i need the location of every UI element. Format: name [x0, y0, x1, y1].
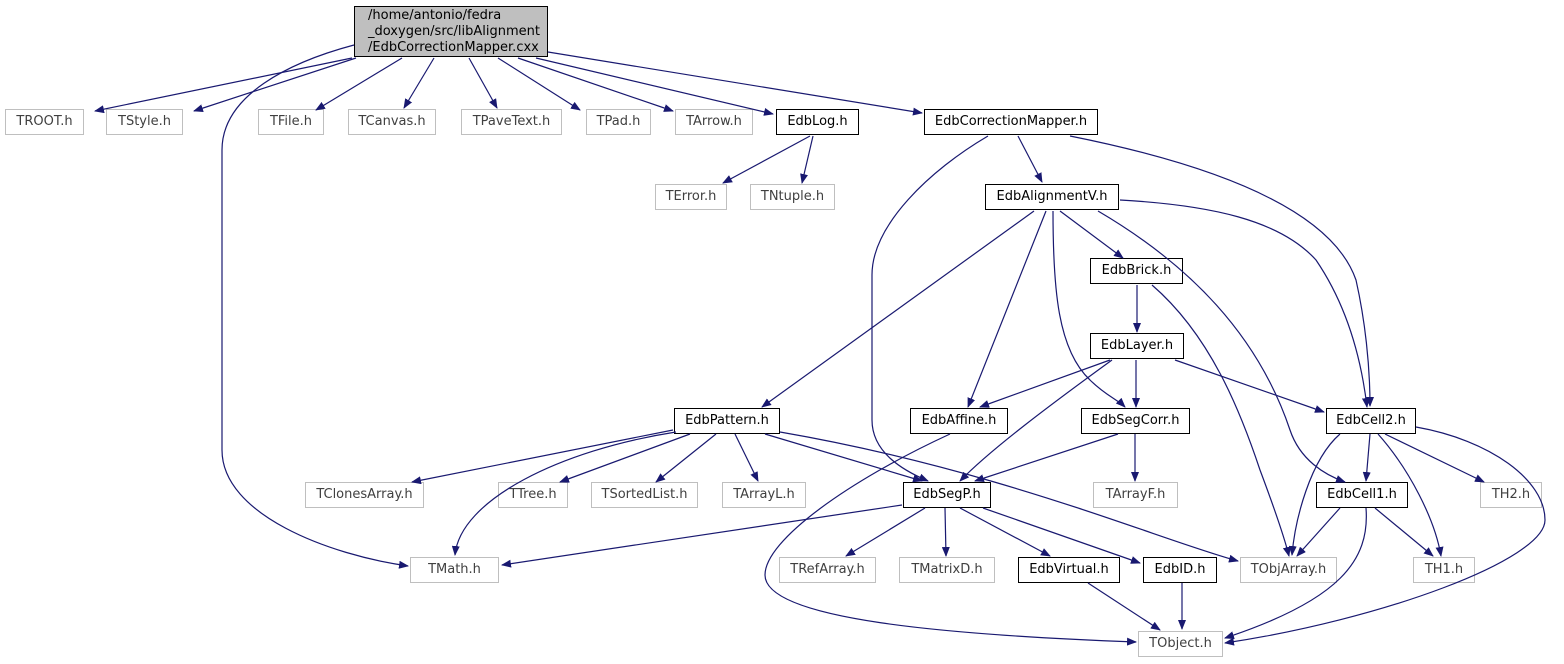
- edge-root-tarrow: [517, 57, 674, 112]
- edge-pat-tclonesarray: [411, 429, 674, 485]
- node-edbbrick[interactable]: EdbBrick.h: [1090, 258, 1183, 284]
- edge-segp-tmath: [501, 504, 903, 568]
- edge-root-tstyle: [193, 57, 357, 113]
- node-edbpattern[interactable]: EdbPattern.h: [674, 408, 780, 434]
- edge-cm-edbcell2: [1069, 135, 1374, 407]
- node-tobjarray: TObjArray.h: [1240, 557, 1337, 583]
- node-edbcell1[interactable]: EdbCell1.h: [1316, 482, 1408, 508]
- edge-cell2-th1: [1377, 433, 1444, 557]
- node-edblog[interactable]: EdbLog.h: [776, 109, 859, 135]
- edge-edbvirtual-tobject: [1087, 582, 1161, 631]
- node-terror: TError.h: [655, 184, 727, 210]
- edge-av-edbcell1: [1097, 210, 1346, 483]
- node-tarrayf: TArrayF.h: [1093, 482, 1178, 508]
- node-th1: TH1.h: [1413, 557, 1475, 583]
- edge-segp-edbvirtual: [959, 507, 1051, 557]
- edge-root-edblog: [535, 57, 774, 116]
- edge-edbbrick-tobjarray: [1151, 284, 1291, 557]
- node-edbalignmentv[interactable]: EdbAlignmentV.h: [985, 184, 1119, 210]
- edge-cm-edbalignmentv: [1017, 135, 1043, 183]
- edge-edblayer-edbcell2: [1174, 359, 1325, 413]
- edge-cell2-tobjarray: [1288, 433, 1341, 556]
- node-edbaffine[interactable]: EdbAffine.h: [910, 408, 1008, 434]
- node-tmatrixd: TMatrixD.h: [899, 557, 995, 583]
- root-line-1: /home/antonio/fedra: [368, 7, 502, 23]
- edge-pat-edbsegp: [764, 433, 923, 483]
- node-edbsegcorr[interactable]: EdbSegCorr.h: [1081, 408, 1190, 434]
- edge-root-tmath: [221, 44, 409, 569]
- node-ttree: TTree.h: [498, 482, 568, 508]
- edge-av-edbcell2: [1119, 199, 1370, 408]
- node-trefarray: TRefArray.h: [779, 557, 876, 583]
- edge-pat-ttree: [559, 433, 691, 483]
- edge-cell2-th2: [1384, 433, 1485, 483]
- edge-segcorr-edbsegp: [974, 433, 1119, 482]
- node-edbcell2[interactable]: EdbCell2.h: [1326, 408, 1416, 434]
- node-tfile: TFile.h: [258, 109, 324, 135]
- node-troot: TROOT.h: [5, 109, 84, 135]
- node-tstyle: TStyle.h: [106, 109, 183, 135]
- edge-affine-tobject: [764, 433, 1137, 646]
- edge-pat-tmath: [451, 431, 677, 556]
- node-root-edbcorrectionmapper-cxx: /home/antonio/fedra _doxygen/src/libAlig…: [354, 6, 548, 57]
- node-tclonesarray: TClonesArray.h: [305, 482, 424, 508]
- node-tarrow: TArrow.h: [675, 109, 753, 135]
- node-tarrayl: TArrayL.h: [722, 482, 806, 508]
- node-tpavetext: TPaveText.h: [461, 109, 562, 135]
- root-line-2: _doxygen/src/libAlignment: [368, 23, 541, 39]
- edge-av-edbsegcorr: [1052, 210, 1126, 408]
- node-edbcorrectionmapper[interactable]: EdbCorrectionMapper.h: [924, 109, 1098, 135]
- edge-edblayer-edbsegp: [959, 359, 1113, 482]
- edge-root-tpad: [497, 57, 581, 111]
- edge-cell1-th1: [1374, 507, 1434, 557]
- edge-pat-tarrayl: [734, 433, 759, 482]
- node-edbid[interactable]: EdbID.h: [1143, 557, 1217, 583]
- edge-cell1-tobjarray: [1296, 507, 1341, 557]
- edge-pat-tobjarray: [779, 431, 1239, 563]
- edge-av-edbaffine: [967, 210, 1047, 408]
- node-tpad: TPad.h: [586, 109, 651, 135]
- node-tmath: TMath.h: [410, 557, 499, 583]
- edge-av-edbbrick: [1059, 210, 1124, 259]
- edge-root-edbcorrectionmapper: [547, 51, 923, 116]
- root-line-3: /EdbCorrectionMapper.cxx: [368, 39, 539, 55]
- edge-edblog-terror: [722, 135, 811, 184]
- node-edbsegp[interactable]: EdbSegP.h: [903, 482, 991, 508]
- node-tntuple: TNtuple.h: [750, 184, 835, 210]
- edge-segp-trefarray: [845, 507, 926, 557]
- edge-root-tpavetext: [468, 57, 498, 109]
- node-edbvirtual[interactable]: EdbVirtual.h: [1018, 557, 1120, 583]
- node-tcanvas: TCanvas.h: [348, 109, 436, 135]
- edge-av-edbpattern: [761, 210, 1035, 408]
- edge-pat-tsortedlist: [655, 433, 717, 483]
- edge-cell2-edbcell1: [1362, 433, 1371, 482]
- node-tobject: TObject.h: [1138, 631, 1223, 657]
- edge-root-tcanvas: [403, 57, 435, 109]
- edge-segp-tmatrixd: [941, 507, 950, 557]
- node-tsortedlist: TSortedList.h: [591, 482, 698, 508]
- edge-root-troot: [94, 57, 353, 114]
- edge-edblayer-edbaffine: [979, 359, 1111, 408]
- edge-segp-edbid: [982, 507, 1141, 564]
- node-edblayer[interactable]: EdbLayer.h: [1090, 333, 1184, 359]
- edge-cell2-tobject: [1224, 426, 1546, 646]
- edge-root-tfile: [315, 57, 403, 111]
- edge-edblog-tntuple: [800, 135, 814, 184]
- edge-cell1-tobject: [1224, 507, 1367, 639]
- edge-cm-edbsegp: [871, 135, 989, 482]
